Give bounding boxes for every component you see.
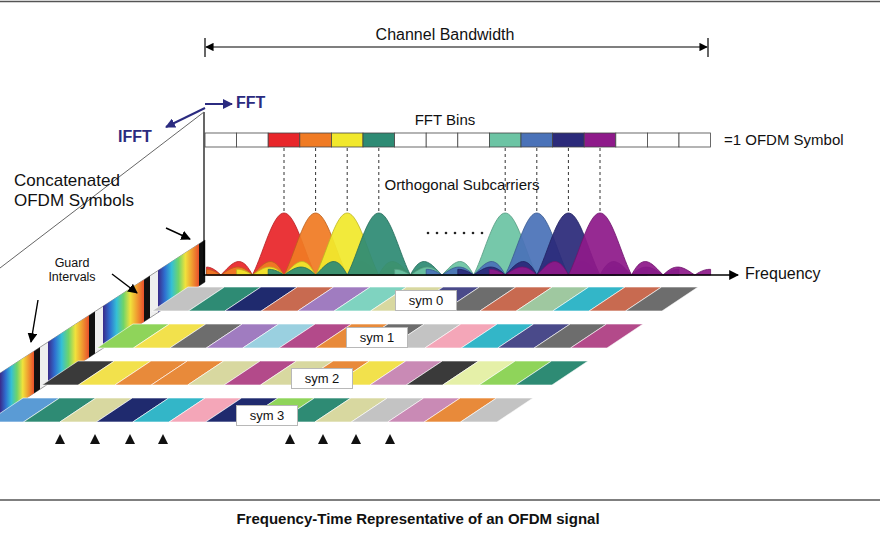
subcarrier-pointer (351, 434, 361, 444)
fft-bin (363, 133, 395, 147)
guard-interval (144, 276, 150, 322)
dimension-line (206, 46, 707, 47)
subcarrier-pointer (158, 434, 168, 444)
subcarrier-pointer (90, 434, 100, 444)
fft-bin (489, 133, 521, 147)
symbol-tag: sym 0 (395, 290, 457, 311)
fft-bin (616, 133, 648, 147)
strip-label: Concatenated OFDM Symbols (14, 171, 164, 210)
bins-label: FFT Bins (415, 111, 476, 128)
dimension-label: Channel Bandwidth (376, 26, 515, 44)
figure-caption: Frequency-Time Representative of an OFDM… (236, 510, 599, 527)
guard-interval (34, 347, 40, 393)
fft-bin (679, 133, 711, 147)
subcarriers-label: Orthogonal Subcarriers (384, 176, 539, 193)
ellipsis-dot (481, 232, 484, 235)
symbol-cell (571, 324, 643, 348)
symbol-name: sym 0 (409, 293, 444, 308)
symbol-tag: sym 2 (291, 368, 353, 389)
frame-line (0, 1, 880, 3)
ellipsis-dot (427, 232, 430, 235)
subcarrier-pointer (385, 434, 395, 444)
subcarrier-pointer (285, 434, 295, 444)
symbol-name: sym 2 (305, 371, 340, 386)
bin-leader (315, 148, 316, 212)
symbol-label: =1 OFDM Symbol (724, 131, 844, 148)
bin-leader (347, 148, 348, 212)
fft-bin (458, 133, 490, 147)
transform-label: IFFT (118, 128, 152, 146)
fft-arrow (205, 103, 232, 105)
ellipsis-dot (445, 232, 448, 235)
callout-arrow (166, 228, 190, 239)
symbol-name: sym 3 (250, 408, 285, 423)
axis-line (203, 112, 204, 276)
fft-bin (300, 133, 332, 147)
fft-bin (268, 133, 300, 147)
fft-bin (205, 133, 237, 147)
fft-bin (584, 133, 616, 147)
subcarrier-spectrum (489, 213, 710, 275)
symbol-cell (626, 287, 698, 311)
symbol-name: sym 1 (360, 330, 395, 345)
symbol-cell (461, 398, 533, 422)
fft-bin (553, 133, 585, 147)
ellipsis-dot (463, 232, 466, 235)
bin-leader (378, 148, 379, 212)
fft-bin (521, 133, 553, 147)
symbol-cell (516, 361, 588, 385)
fft-bin (395, 133, 427, 147)
fft-bin (647, 133, 679, 147)
symbol-strip (0, 240, 205, 415)
guard-interval (89, 312, 95, 358)
fft-bin (237, 133, 269, 147)
fft-bin (426, 133, 458, 147)
callout-arrow (112, 274, 137, 293)
ellipsis-dot (436, 232, 439, 235)
bin-leader (568, 148, 569, 212)
frame-line (0, 499, 880, 501)
bin-leader (284, 148, 285, 212)
symbol-tag: sym 3 (236, 405, 298, 426)
frequency-axis (204, 274, 738, 275)
fft-bin (331, 133, 363, 147)
subcarrier-pointer (318, 434, 328, 444)
ellipsis-dot (472, 232, 475, 235)
transform-label: FFT (236, 94, 265, 112)
dimension-tick (707, 38, 708, 57)
subcarrier-pointer (125, 434, 135, 444)
guard-label: Guard Intervals (36, 256, 108, 285)
subcarrier-pointer (55, 434, 65, 444)
ifft-arrow (166, 108, 205, 127)
axis-label: Frequency (745, 265, 821, 283)
axis-line (0, 112, 204, 268)
ellipsis-dot (454, 232, 457, 235)
callout-arrow (31, 300, 38, 342)
dimension-tick (204, 38, 205, 57)
bin-leader (600, 148, 601, 212)
symbol-tag: sym 1 (346, 327, 408, 348)
